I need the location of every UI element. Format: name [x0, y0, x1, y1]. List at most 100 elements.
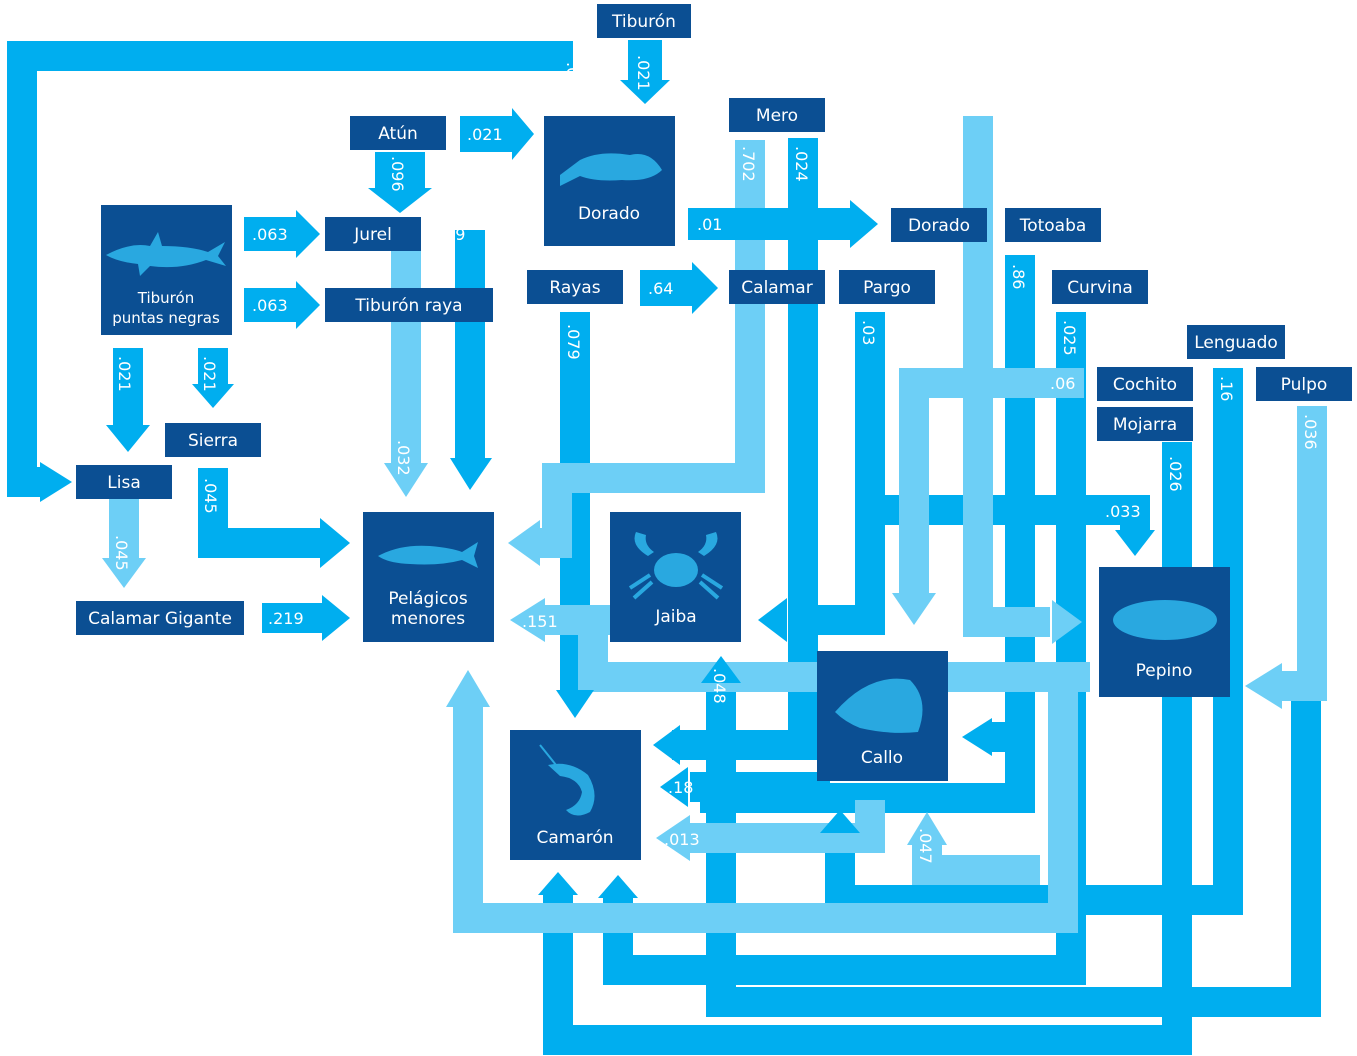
node-boxes — [76, 4, 1352, 860]
flow-pepino-to-pelagicos — [453, 677, 1078, 933]
value-702: .702 — [739, 146, 758, 182]
label-tiburon-top: Tiburón — [611, 12, 676, 32]
box-totoaba — [1005, 208, 1101, 242]
box-calamar — [729, 270, 825, 304]
arrow-heads-light — [102, 463, 1282, 861]
value-arrows — [244, 40, 878, 641]
value-021-lisa: .021 — [115, 356, 134, 392]
value-151: .151 — [522, 612, 558, 631]
arrowhead-lisa — [40, 462, 72, 502]
value-arrow-096-atun — [368, 152, 432, 213]
arrowhead-callo-totoaba — [962, 718, 992, 756]
value-026: .026 — [1166, 456, 1185, 492]
label-atun: Atún — [378, 124, 418, 144]
label-tiburon-puntas-1: Tiburón — [137, 289, 194, 307]
flow-lines-dark — [7, 41, 1321, 1055]
label-lenguado: Lenguado — [1194, 333, 1278, 353]
sea-cucumber-icon — [1113, 600, 1217, 640]
value-096: .096 — [388, 156, 407, 192]
value-arrow-01-dorado — [688, 200, 878, 248]
value-89: .89 — [440, 225, 465, 244]
value-025: .025 — [1060, 320, 1079, 356]
label-curvina: Curvina — [1067, 278, 1133, 298]
flow-pepino-to-callo — [912, 845, 1040, 885]
box-jurel — [325, 217, 421, 251]
arrowhead-sierra-tp — [192, 384, 234, 408]
box-calamar-gigante — [76, 601, 244, 635]
arrowhead-pelagicos-tibraya — [450, 458, 492, 490]
arrowhead-camaron-mero — [653, 725, 680, 765]
box-mero — [729, 98, 825, 132]
label-dorado-right: Dorado — [908, 216, 970, 236]
flow-sierra-to-pelagicos — [198, 468, 320, 558]
arrowhead-pelagicos-jurel — [384, 463, 428, 497]
value-047: .047 — [916, 828, 935, 864]
label-camaron: Camarón — [536, 828, 613, 848]
flow-value-labels: .015 .021 .096 .021 .063 .063 .021 .021 … — [112, 55, 1320, 864]
flow-pargo-to-pepino — [870, 495, 1150, 535]
value-079: .079 — [564, 324, 583, 360]
value-021-dorado: .021 — [467, 125, 503, 144]
value-arrow-021-tiburon — [620, 40, 670, 104]
box-curvina — [1052, 270, 1148, 304]
label-pepino: Pepino — [1136, 661, 1193, 681]
icons — [106, 153, 1217, 816]
label-pelagicos-1: Pelágicos — [388, 589, 468, 609]
flow-mero-to-pepino — [963, 116, 1050, 637]
arrowhead-pelagicos-sierra — [320, 518, 350, 568]
box-rayas — [527, 270, 623, 304]
box-atun — [350, 116, 446, 150]
flow-calamar-to-pelagicos — [540, 140, 765, 558]
value-063-jurel: .063 — [252, 225, 288, 244]
arrowhead-calamargig-lisa — [102, 558, 146, 588]
value-219: .219 — [268, 609, 304, 628]
box-pargo — [839, 270, 935, 304]
box-mojarra — [1097, 407, 1193, 441]
arrowhead-callo-pepino — [907, 812, 947, 845]
label-jaiba: Jaiba — [654, 607, 696, 627]
value-16: .16 — [1217, 376, 1236, 401]
box-cochito — [1097, 367, 1193, 401]
label-rayas: Rayas — [549, 278, 600, 298]
flow-curvina-to-callo — [899, 368, 1084, 595]
box-dorado-right — [891, 208, 987, 242]
value-045-lisa: .045 — [112, 535, 131, 571]
box-tiburon-puntas — [101, 205, 232, 335]
arrowhead-pelagicos-pepino — [446, 670, 490, 707]
box-pulpo — [1256, 367, 1352, 401]
value-arrow-021-dorado — [460, 108, 534, 160]
value-64: .64 — [648, 279, 673, 298]
arrowhead-camaron-rayas — [556, 690, 594, 718]
scallop-icon — [835, 678, 923, 733]
box-tiburon-raya — [325, 288, 493, 322]
sardine-icon — [378, 542, 478, 568]
label-mero: Mero — [756, 106, 798, 126]
flow-lines-light — [109, 116, 1327, 933]
arrowhead-pelagicos-jaiba — [510, 598, 545, 642]
label-jurel: Jurel — [353, 225, 392, 245]
shrimp-icon — [539, 744, 595, 816]
label-mojarra: Mojarra — [1113, 415, 1177, 435]
node-labels: Tiburón Atún Mero Jurel Tiburón raya Dor… — [88, 12, 1327, 848]
value-18: .18 — [668, 778, 693, 797]
box-camaron — [510, 730, 641, 860]
arrowhead-camaron-callo — [660, 767, 688, 807]
crab-icon — [628, 532, 724, 600]
arrowhead-pepino-pulpo — [1245, 663, 1282, 709]
value-033: .033 — [1105, 502, 1141, 521]
arrow-heads-dark — [40, 384, 1155, 898]
label-lisa: Lisa — [107, 473, 140, 493]
value-063-tibraya: .063 — [252, 296, 288, 315]
value-arrow-063-jurel — [244, 210, 320, 258]
arrowhead-pelagicos-calamar — [508, 520, 540, 566]
flow-callo-to-camaron-light — [690, 800, 885, 853]
arrowhead-camaron-mojarra — [538, 872, 578, 895]
value-021-sierra: .021 — [200, 356, 219, 392]
value-048: .048 — [710, 668, 729, 704]
flow-tiburon-to-lisa — [7, 41, 573, 497]
box-lisa — [76, 465, 172, 499]
label-dorado-main: Dorado — [578, 204, 640, 224]
dorado-fish-icon — [560, 153, 662, 186]
arrowhead-camaron-callo-light — [656, 815, 690, 861]
